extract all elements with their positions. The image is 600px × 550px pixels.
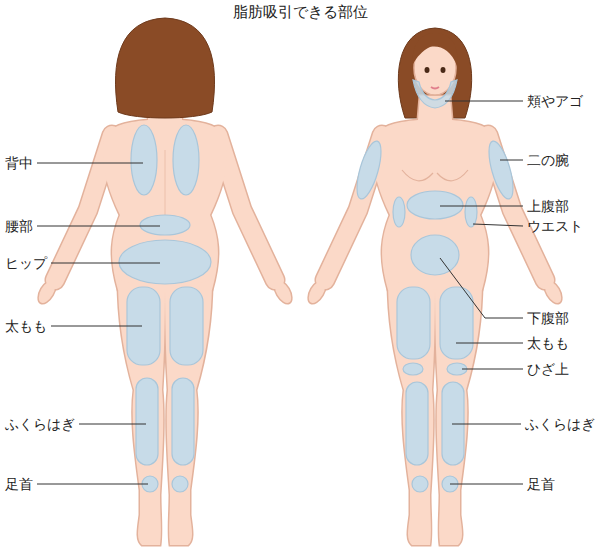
hair [398, 28, 471, 118]
thigh-area [170, 287, 203, 365]
torso [373, 96, 497, 290]
part-label: 腰部 [5, 218, 33, 235]
back-figure [34, 18, 295, 545]
thigh-area [440, 287, 473, 359]
calf-area [136, 378, 158, 465]
leg [388, 280, 435, 545]
torso-outline [103, 96, 227, 290]
waist-area [465, 197, 477, 227]
part-label: 太もも [5, 318, 47, 335]
ankle-area [172, 476, 188, 492]
thigh-area [397, 287, 430, 359]
front-figure [304, 28, 565, 545]
body-outline [34, 96, 295, 545]
lower-abdomen-area [411, 235, 459, 275]
leader-line [462, 369, 523, 370]
liposuction-areas [352, 80, 518, 492]
torso [103, 96, 227, 290]
leg-outline [388, 280, 435, 545]
upper-abdomen-area [407, 191, 463, 219]
part-label: 背中 [5, 155, 33, 172]
mouth [431, 87, 439, 89]
upper-arm-area [352, 139, 386, 202]
part-label: 足首 [527, 476, 555, 493]
leader-line [79, 424, 146, 425]
leader-line [445, 101, 523, 102]
spine-line [165, 150, 166, 215]
leader-line [473, 224, 523, 226]
leader-lines [37, 101, 523, 484]
leader-line [37, 163, 143, 164]
hair [115, 18, 214, 118]
leader-line [456, 343, 523, 344]
part-label: ヒップ [5, 255, 47, 272]
part-label: ふくらはぎ [5, 416, 75, 433]
leader-line [37, 226, 160, 227]
jaw-area [413, 80, 457, 108]
part-label: 二の腕 [527, 152, 569, 169]
leg-outline [165, 280, 212, 545]
upper-arm-area [484, 139, 518, 202]
body-fill [325, 96, 545, 545]
part-label: 上腹部 [527, 198, 569, 215]
ankle-area [412, 476, 428, 492]
part-label: ひざ上 [527, 361, 569, 378]
part-label: ウエスト [527, 218, 583, 235]
lower-back-area [140, 215, 190, 235]
leader-line [440, 206, 523, 207]
leader-line [452, 424, 521, 425]
leg [165, 280, 212, 545]
eye [441, 67, 446, 73]
back-area [131, 125, 157, 195]
leader-line [51, 326, 142, 327]
torso-outline [373, 96, 497, 290]
part-label: 太もも [527, 335, 569, 352]
body-outline [304, 96, 565, 545]
leader-line [500, 160, 523, 161]
liposuction-areas [119, 125, 211, 492]
calf-area [172, 378, 194, 465]
eye [425, 67, 430, 73]
chest-line [402, 170, 433, 181]
leader-line [37, 484, 148, 485]
calf-area [406, 382, 428, 465]
leg-outline [118, 280, 165, 545]
leader-line [440, 258, 523, 318]
back-area [173, 125, 199, 195]
leg [435, 280, 482, 545]
waist-area [393, 197, 405, 227]
leader-line [450, 484, 523, 485]
leader-line [51, 263, 160, 264]
leg [118, 280, 165, 545]
part-label: 足首 [5, 476, 33, 493]
diagram-title: 脂肪吸引できる部位 [233, 3, 368, 21]
chest-line [437, 170, 468, 181]
leg-outline [435, 280, 482, 545]
part-label: 下腹部 [527, 310, 569, 327]
bangs [413, 33, 458, 66]
part-label: 頬やアゴ [527, 93, 583, 110]
part-label: ふくらはぎ [525, 416, 595, 433]
knee-area [403, 363, 423, 375]
hip-area [119, 240, 211, 284]
